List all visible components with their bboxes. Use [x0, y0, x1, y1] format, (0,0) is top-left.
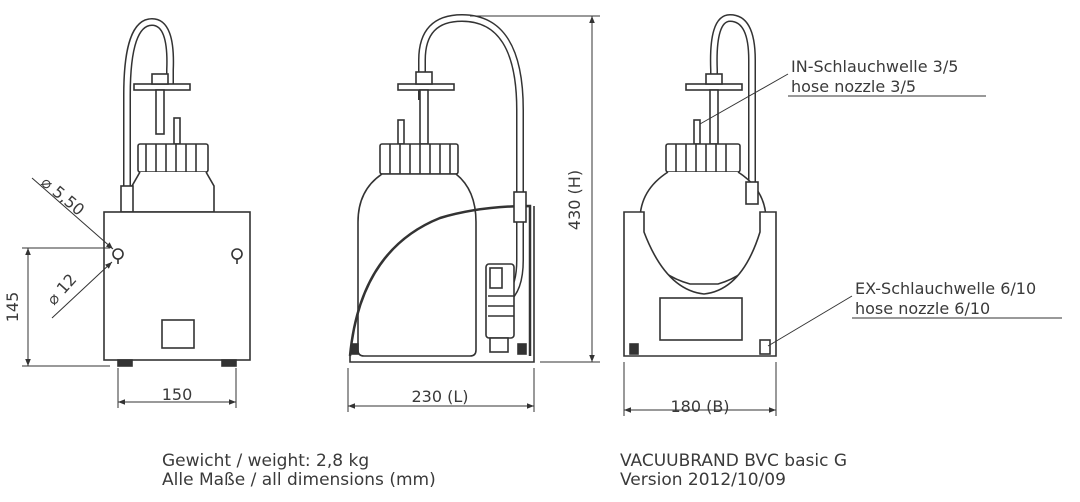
dim-hole-small: ⌀ 5,50 — [37, 173, 88, 220]
dim-width-front: 150 — [162, 385, 193, 404]
weight-text: Gewicht / weight: 2,8 kg — [162, 451, 370, 471]
back-dimensions — [623, 362, 777, 416]
callout-ex-hose-de: EX-Schlauchwelle 6/10 — [855, 279, 1036, 298]
side-dimensions — [347, 15, 600, 412]
back-view — [623, 13, 777, 357]
callout-in-hose-en: hose nozzle 3/5 — [791, 77, 916, 96]
side-view — [348, 13, 535, 363]
dim-height-mount: 145 — [3, 292, 22, 323]
product-name: VACUUBRAND BVC basic G — [620, 451, 848, 471]
dim-width-back: 180 (B) — [670, 397, 729, 416]
front-view — [103, 17, 251, 367]
dim-hole-large: ⌀ 12 — [43, 270, 81, 309]
version-text: Version 2012/10/09 — [620, 470, 786, 490]
dim-width-side: 230 (L) — [411, 387, 468, 406]
dim-height-total: 430 (H) — [565, 170, 584, 230]
front-dimensions — [22, 177, 237, 408]
callout-in-hose-de: IN-Schlauchwelle 3/5 — [791, 57, 958, 76]
footer-right: VACUUBRAND BVC basic G Version 2012/10/0… — [620, 452, 847, 490]
callout-ex-hose-en: hose nozzle 6/10 — [855, 299, 990, 318]
footer-left: Gewicht / weight: 2,8 kg Alle Maße / all… — [162, 452, 436, 490]
dimensions-note: Alle Maße / all dimensions (mm) — [162, 470, 436, 490]
callout-leaders — [699, 73, 1062, 347]
